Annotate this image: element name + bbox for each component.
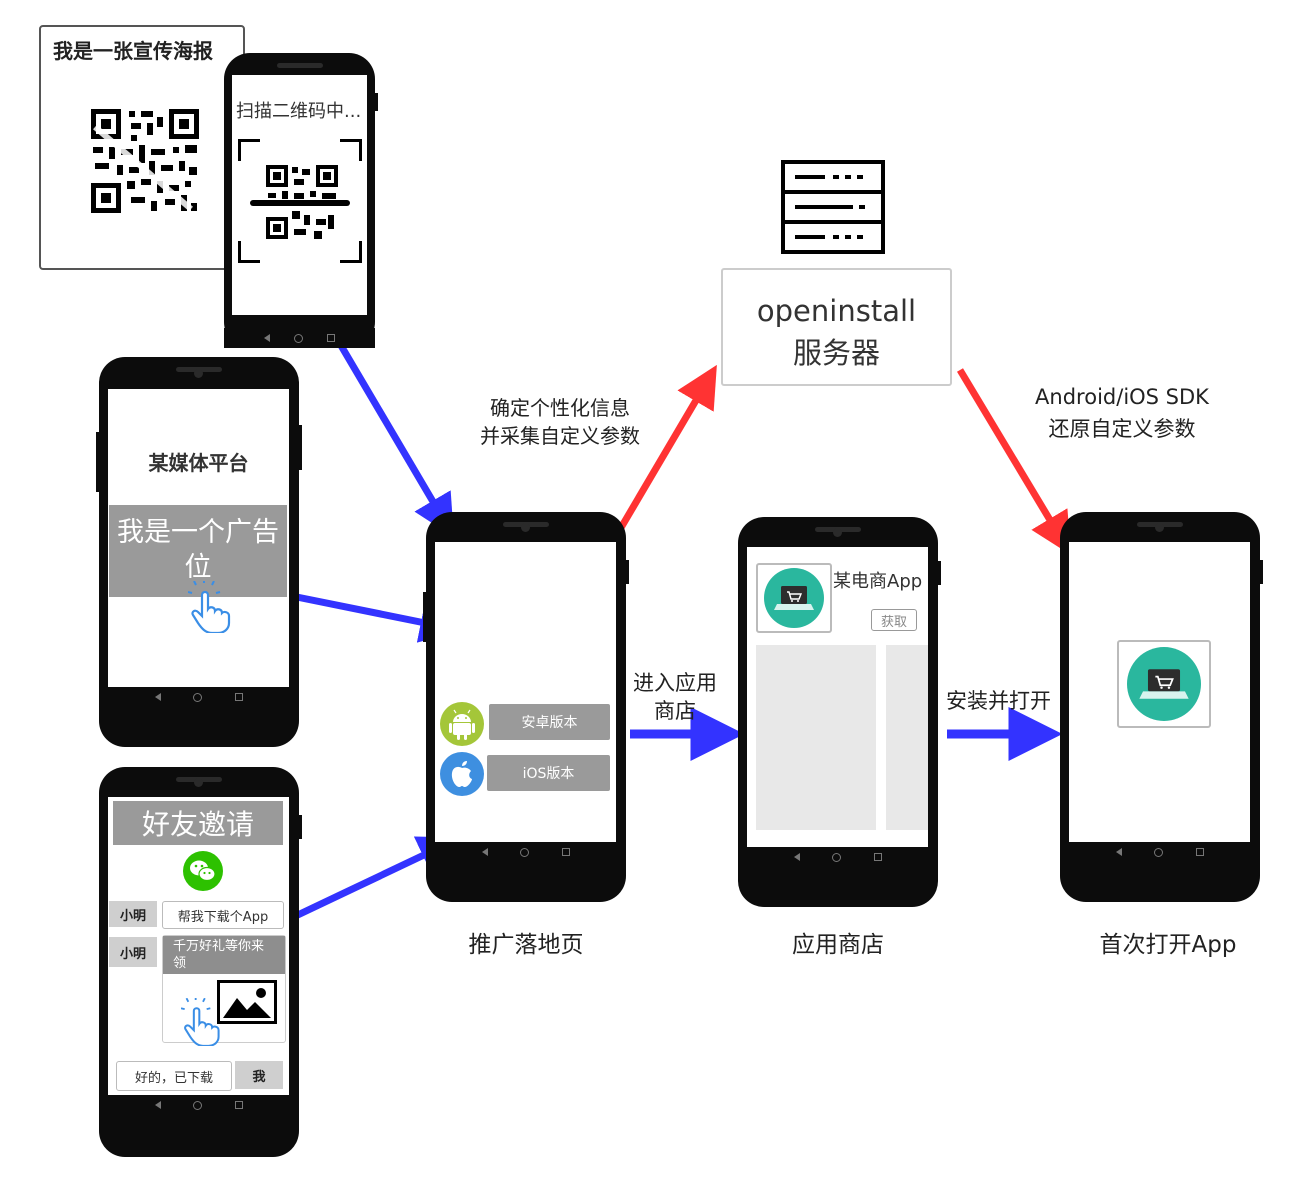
wechat-icon — [183, 851, 223, 891]
landing-phone: 安卓版本 iOS版本 — [423, 512, 629, 902]
collect-params-label-1: 确定个性化信息 — [490, 396, 630, 420]
enter-store-label-2: 商店 — [654, 699, 696, 723]
first-open-phone — [1060, 512, 1263, 902]
tap-hand-icon-2 — [180, 996, 225, 1050]
me-label: 我 — [235, 1061, 283, 1089]
installed-app-icon-frame[interactable] — [1117, 640, 1211, 728]
chat-message-2-card[interactable]: 千万好礼等你来领 — [162, 935, 286, 1047]
collect-params-label-2: 并采集自定义参数 — [480, 424, 640, 448]
arrow-server-to-app — [956, 368, 1072, 556]
landing-page-caption: 推广落地页 — [468, 932, 584, 958]
scan-status-text: 扫描二维码中... — [236, 101, 362, 122]
chat-message-2: 千万好礼等你来领 — [163, 936, 285, 974]
shopping-cart-icon — [764, 568, 824, 628]
arrow-invite-to-landing — [281, 836, 461, 926]
store-app-icon-frame[interactable] — [756, 563, 832, 633]
scan-frame — [235, 136, 365, 266]
arrow-ad-to-landing — [271, 588, 463, 643]
chat-name-1: 小明 — [109, 901, 157, 927]
server-icon — [781, 160, 885, 256]
screenshot-preview-1 — [756, 645, 876, 830]
chat-name-2: 小明 — [109, 937, 157, 967]
store-phone: 某电商App 获取 — [738, 517, 941, 907]
screenshot-preview-2 — [886, 645, 928, 830]
ad-slot-text: 我是一个广告位 — [117, 517, 279, 583]
poster: 我是一张宣传海报 — [39, 25, 245, 270]
install-open-label: 安装并打开 — [946, 689, 1051, 713]
android-icon[interactable] — [440, 702, 484, 746]
poster-title: 我是一张宣传海报 — [53, 39, 213, 63]
get-button[interactable]: 获取 — [871, 609, 917, 631]
ios-download-button[interactable]: iOS版本 — [487, 755, 610, 791]
qr-code-icon — [91, 109, 199, 213]
arrow-scan-to-landing — [319, 313, 454, 538]
chat-message-1: 帮我下载个App — [162, 901, 284, 929]
server-name: openinstall — [756, 294, 917, 328]
image-icon — [217, 980, 277, 1028]
invite-phone: 好友邀请 小明 帮我下载个App 小明 千万好礼等你来领 — [99, 767, 302, 1157]
android-download-button[interactable]: 安卓版本 — [489, 704, 610, 740]
sdk-label-2: 还原自定义参数 — [1048, 417, 1196, 441]
scan-phone: 扫描二维码中... — [224, 53, 378, 348]
reply-message: 好的，已下载 — [116, 1061, 232, 1091]
enter-store-label-1: 进入应用 — [633, 671, 717, 695]
server-label: 服务器 — [792, 336, 880, 370]
shopping-cart-icon-large — [1127, 647, 1201, 721]
ad-slot[interactable]: 我是一个广告位 — [109, 505, 287, 597]
server-box: openinstall 服务器 — [721, 268, 952, 386]
sdk-label-1: Android/iOS SDK — [1035, 385, 1209, 409]
app-store-caption: 应用商店 — [792, 932, 884, 958]
tap-hand-icon — [187, 579, 236, 637]
invite-title: 好友邀请 — [113, 801, 283, 845]
media-title: 某媒体平台 — [148, 451, 249, 475]
arrow-landing-to-server — [608, 364, 717, 545]
apple-icon[interactable] — [440, 752, 484, 796]
first-open-caption: 首次打开App — [1099, 932, 1237, 958]
media-phone: 某媒体平台 我是一个广告位 — [96, 357, 302, 747]
store-app-name: 某电商App — [833, 571, 923, 592]
